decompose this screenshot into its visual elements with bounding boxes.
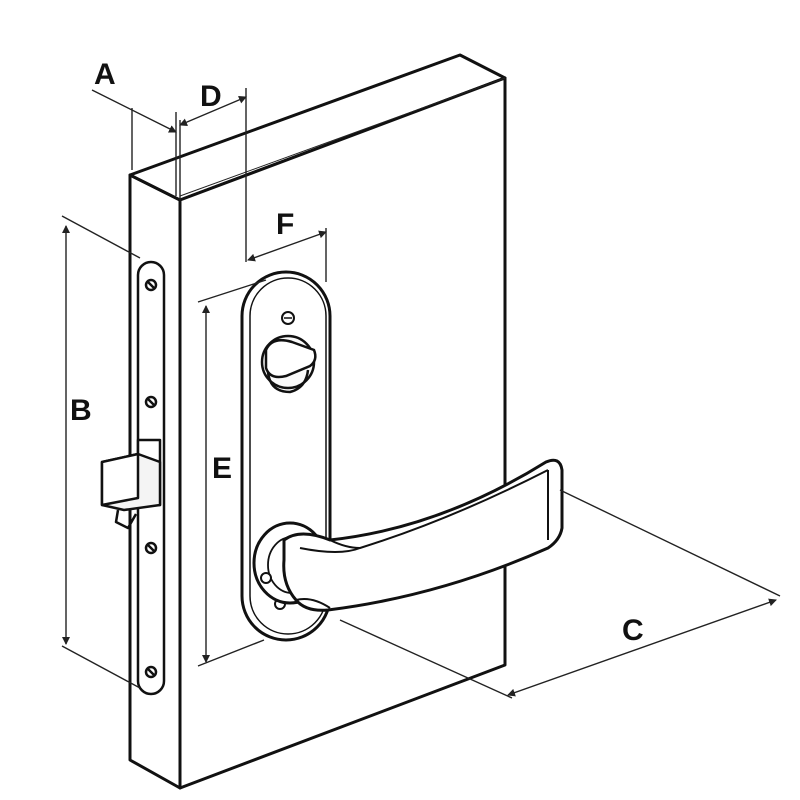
screw-icon (144, 541, 158, 555)
screw-icon (144, 395, 158, 409)
thumb-turn-icon (260, 334, 317, 394)
plate-screw-icon (281, 311, 295, 325)
dimension-lines (61, 77, 781, 699)
dimension-c-line (507, 598, 777, 697)
door-front-face (178, 76, 507, 790)
screw-icon (144, 665, 158, 679)
mortise-faceplate (136, 260, 166, 696)
screw-icon (144, 278, 158, 292)
label-f: F (276, 208, 294, 241)
dimension-a-line (91, 89, 177, 133)
dimension-f-line (247, 230, 327, 262)
handle-screw-icon (260, 572, 272, 584)
label-b: B (70, 394, 92, 427)
latch-bolt (100, 438, 162, 530)
label-c: C (622, 614, 644, 647)
label-d: D (200, 80, 222, 113)
dimension-d-line (179, 96, 247, 126)
lever-handle (252, 458, 564, 612)
label-e: E (212, 452, 232, 485)
label-a: A (94, 58, 116, 91)
